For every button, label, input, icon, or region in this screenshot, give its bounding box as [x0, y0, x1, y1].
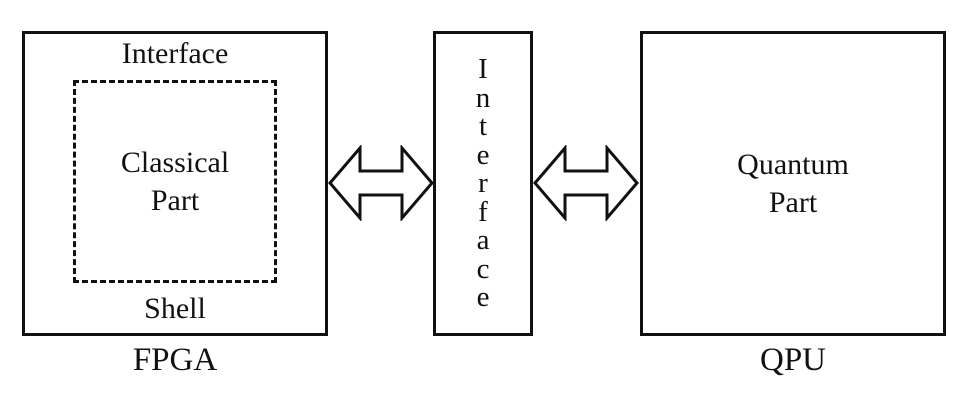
fpga-interface-double-arrow-icon — [328, 145, 434, 221]
fpga-interface-label: Interface — [121, 37, 229, 70]
fpga-caption: FPGA — [132, 342, 218, 378]
qpu-caption: QPU — [759, 342, 827, 378]
classical-part-box: Classical Part — [73, 80, 277, 283]
fpga-box: Interface Classical Part Shell — [22, 31, 328, 336]
interface-qpu-double-arrow-icon — [533, 145, 639, 221]
quantum-part-label: Quantum Part — [737, 147, 849, 219]
interface-vertical-label: I n t e r f a c e — [475, 53, 491, 314]
qpu-box: Quantum Part — [640, 31, 946, 336]
shell-label: Shell — [144, 292, 206, 325]
classical-part-label: Classical Part — [120, 145, 230, 217]
interface-box: I n t e r f a c e — [433, 31, 533, 336]
